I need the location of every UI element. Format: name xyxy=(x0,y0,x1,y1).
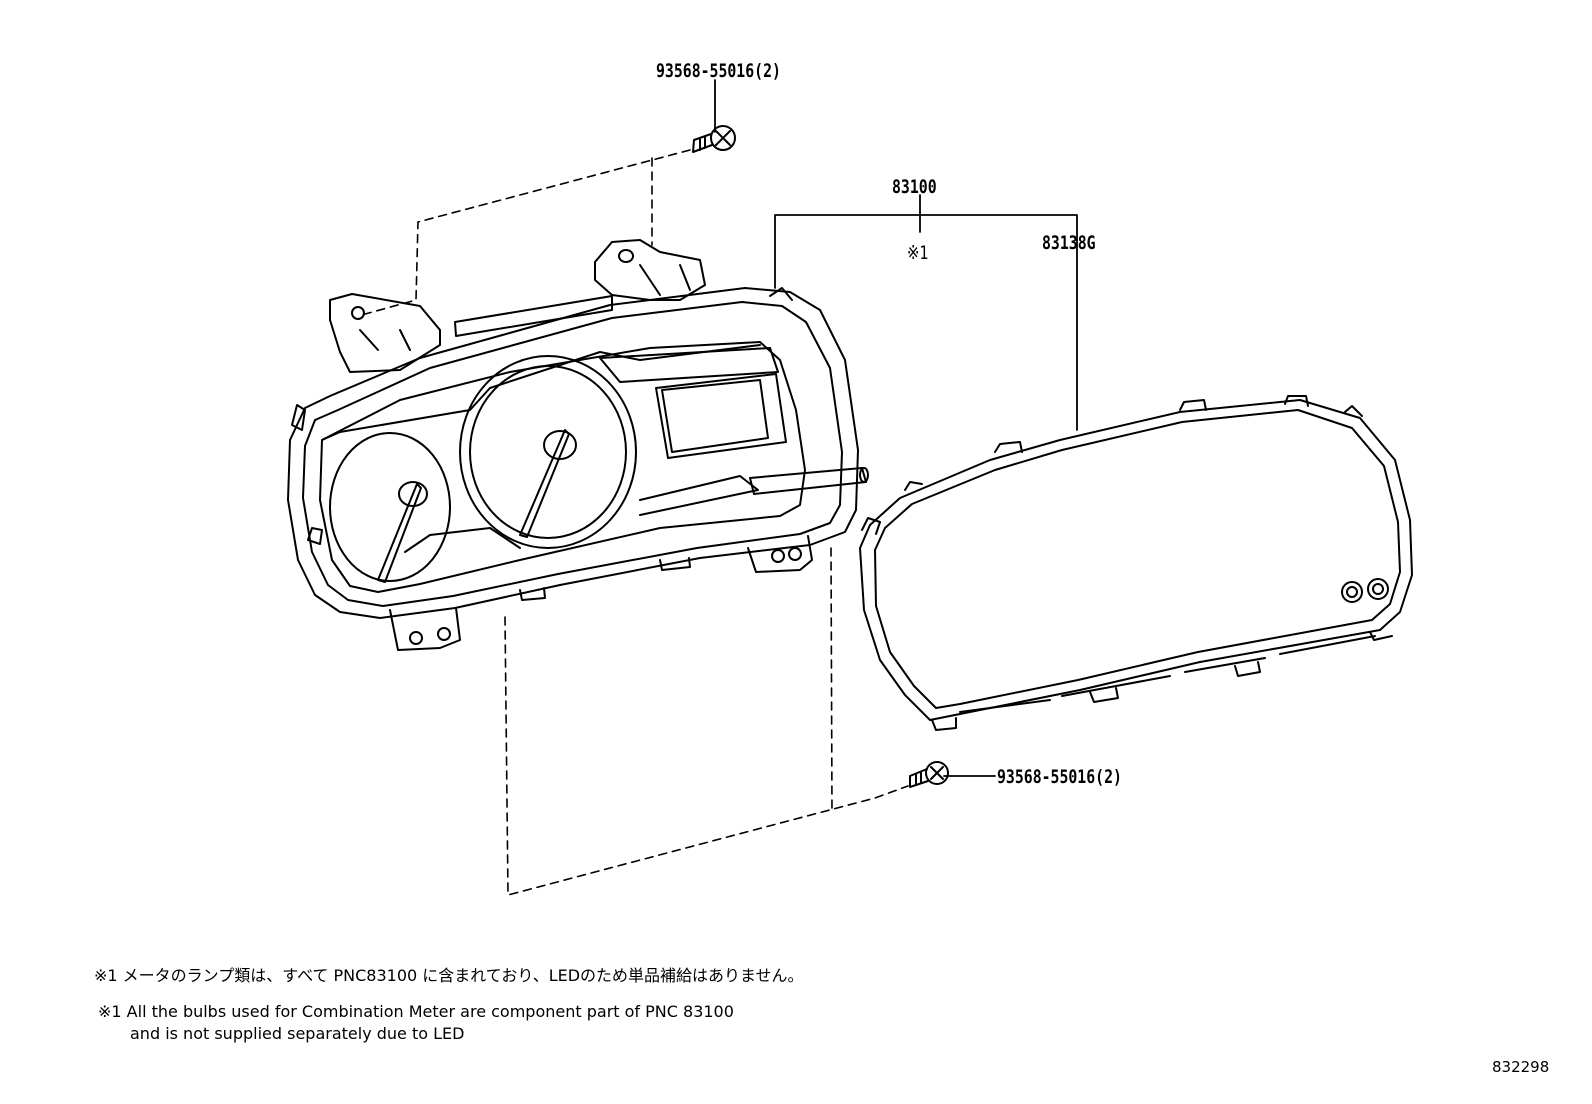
note-english-line2: and is not supplied separately due to LE… xyxy=(130,1024,465,1043)
note-english-line1: ※1 All the bulbs used for Combination Me… xyxy=(98,1002,734,1021)
label-cover-83138g: 83138G xyxy=(1042,232,1096,254)
leader-lines xyxy=(714,79,1078,777)
combination-meter-icon xyxy=(287,239,869,651)
label-screw-top: 93568-55016(2) xyxy=(656,60,781,82)
label-screw-bottom: 93568-55016(2) xyxy=(997,766,1122,788)
note-japanese: ※1 メータのランプ類は、すべて PNC83100 に含まれており、LEDのため… xyxy=(94,966,804,985)
dashed-guides xyxy=(357,149,909,896)
screw-bottom-icon xyxy=(909,761,949,788)
label-note-mark: ※1 xyxy=(907,242,929,264)
screw-top-icon xyxy=(692,125,736,153)
illustration-code: 832298 xyxy=(1492,1058,1550,1076)
meter-glass-icon xyxy=(859,395,1413,731)
label-assembly-83100: 83100 xyxy=(892,176,937,198)
